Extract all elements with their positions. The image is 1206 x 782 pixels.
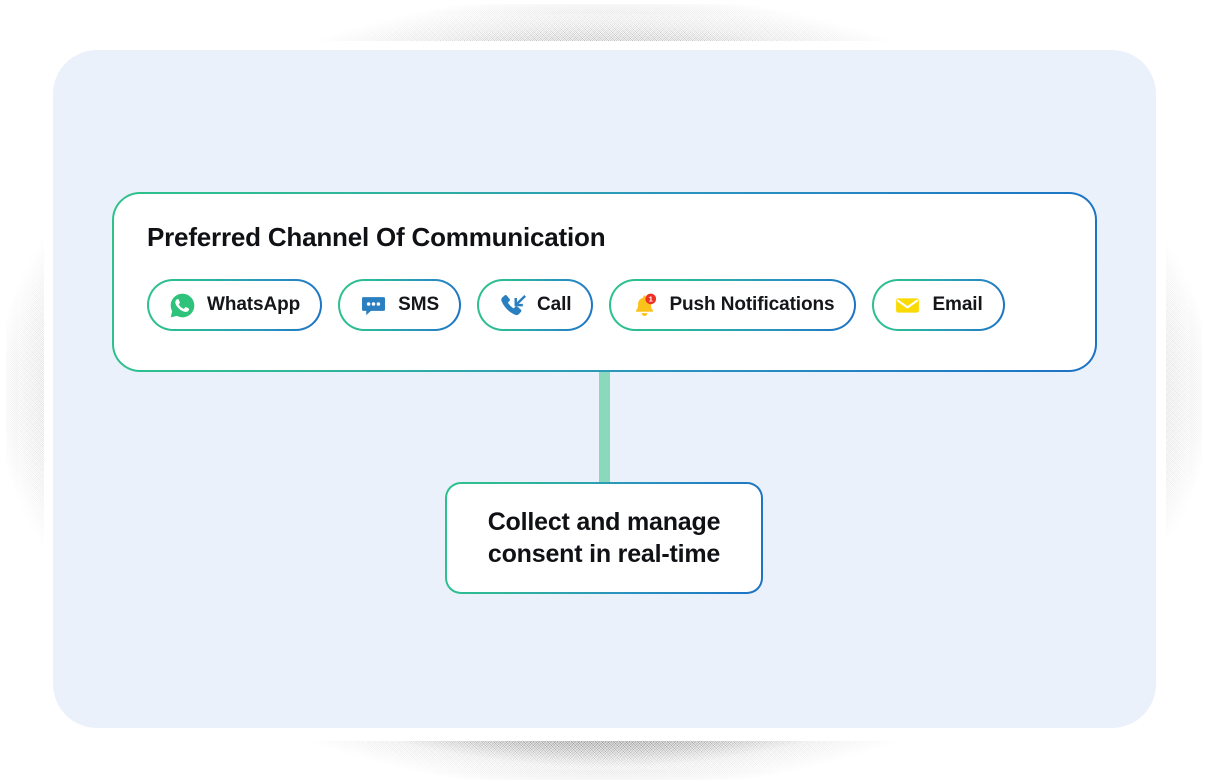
page-title: Preferred Channel Of Communication: [147, 222, 606, 252]
bell-badge-count: 1: [649, 294, 653, 303]
connector-line: [599, 368, 610, 492]
whatsapp-icon: [169, 292, 196, 319]
channel-chip-label: SMS: [398, 294, 440, 315]
channel-chip-email[interactable]: Email: [872, 279, 1004, 331]
channel-chip-label: WhatsApp: [207, 294, 301, 315]
channel-chip-label: Email: [932, 294, 983, 315]
channel-chip-sms[interactable]: SMS: [338, 279, 461, 331]
consent-callout-card: Collect and manage consent in real-time: [445, 482, 763, 594]
channel-chip-label: Push Notifications: [669, 294, 835, 315]
incoming-call-icon: [499, 292, 527, 319]
channel-chip-row: WhatsApp SMS: [147, 279, 1005, 331]
envelope-icon: [894, 292, 921, 319]
channel-chip-call[interactable]: Call: [477, 279, 593, 331]
channel-chip-label: Call: [537, 294, 572, 315]
channel-chip-whatsapp[interactable]: WhatsApp: [147, 279, 322, 331]
consent-callout-text: Collect and manage consent in real-time: [487, 508, 721, 568]
channel-chip-push-notifications[interactable]: 1 Push Notifications: [609, 279, 856, 331]
bell-notification-icon: 1: [631, 292, 658, 319]
sms-chat-bubble-icon: [360, 292, 387, 319]
preferred-channel-card: Preferred Channel Of Communication Whats…: [112, 192, 1097, 372]
